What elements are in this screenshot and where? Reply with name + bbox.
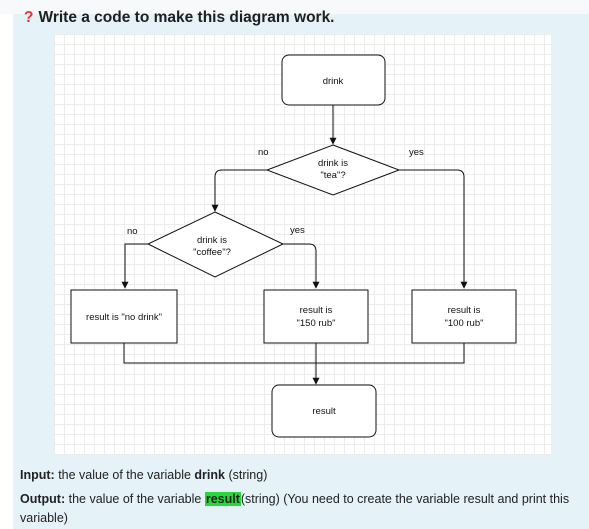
input-text-after: (string) xyxy=(228,468,268,482)
output-text-after: (string) (You need to create the variabl… xyxy=(20,492,570,525)
result-150-line2: "150 rub" xyxy=(297,318,336,329)
merge-line xyxy=(123,343,465,364)
decision-coffee xyxy=(146,211,285,278)
result-no-drink-node xyxy=(70,289,178,344)
svg-text:"tea"?: "tea"? xyxy=(320,170,345,181)
svg-text:"150 rub": "150 rub" xyxy=(297,318,336,329)
tea-yes-label: yes xyxy=(409,147,424,158)
task-title: ?Write a code to make this diagram work. xyxy=(24,8,335,28)
decision-tea xyxy=(265,144,401,196)
arrow-tea-yes xyxy=(399,169,468,289)
coffee-yes-label: yes xyxy=(290,225,305,236)
result-100-line2: "100 rub" xyxy=(445,318,484,329)
arrow-tea-no xyxy=(211,169,267,212)
svg-text:result is: result is xyxy=(300,305,333,316)
input-text-before: the value of the variable xyxy=(58,468,191,482)
result-150-line1: result is xyxy=(300,305,333,316)
svg-text:result is: result is xyxy=(448,305,481,316)
input-description: Input: the value of the variable drink (… xyxy=(20,466,580,485)
output-description: Output: the value of the variable result… xyxy=(20,490,580,528)
input-label: Input: xyxy=(20,468,55,482)
end-node-label: result xyxy=(312,406,336,417)
output-label: Output: xyxy=(20,492,66,506)
decision-tea-line2: "tea"? xyxy=(320,170,345,181)
start-node-label: drink xyxy=(323,76,344,87)
arrow-coffee-yes xyxy=(283,243,320,289)
output-variable: result xyxy=(204,492,241,506)
svg-text:"100 rub": "100 rub" xyxy=(445,318,484,329)
result-100-node xyxy=(411,289,517,344)
svg-text:drink is: drink is xyxy=(318,158,348,169)
tea-no-label: no xyxy=(258,147,269,158)
input-variable: drink xyxy=(194,468,225,482)
result-no-drink-label: result is "no drink" xyxy=(86,312,162,323)
decision-coffee-line2: "coffee"? xyxy=(193,247,231,258)
svg-text:"coffee"?: "coffee"? xyxy=(193,247,231,258)
arrow-coffee-no xyxy=(121,243,148,289)
coffee-no-label: no xyxy=(127,226,138,237)
top-strip xyxy=(0,0,589,14)
result-150-node xyxy=(263,289,369,344)
task-title-text: Write a code to make this diagram work. xyxy=(38,9,335,26)
svg-text:drink is: drink is xyxy=(197,235,227,246)
question-icon: ? xyxy=(24,9,34,26)
end-node xyxy=(271,384,377,438)
output-text-before: the value of the variable xyxy=(68,492,202,506)
decision-coffee-line1: drink is xyxy=(197,235,227,246)
result-100-line1: result is xyxy=(448,305,481,316)
decision-tea-line1: drink is xyxy=(318,158,348,169)
